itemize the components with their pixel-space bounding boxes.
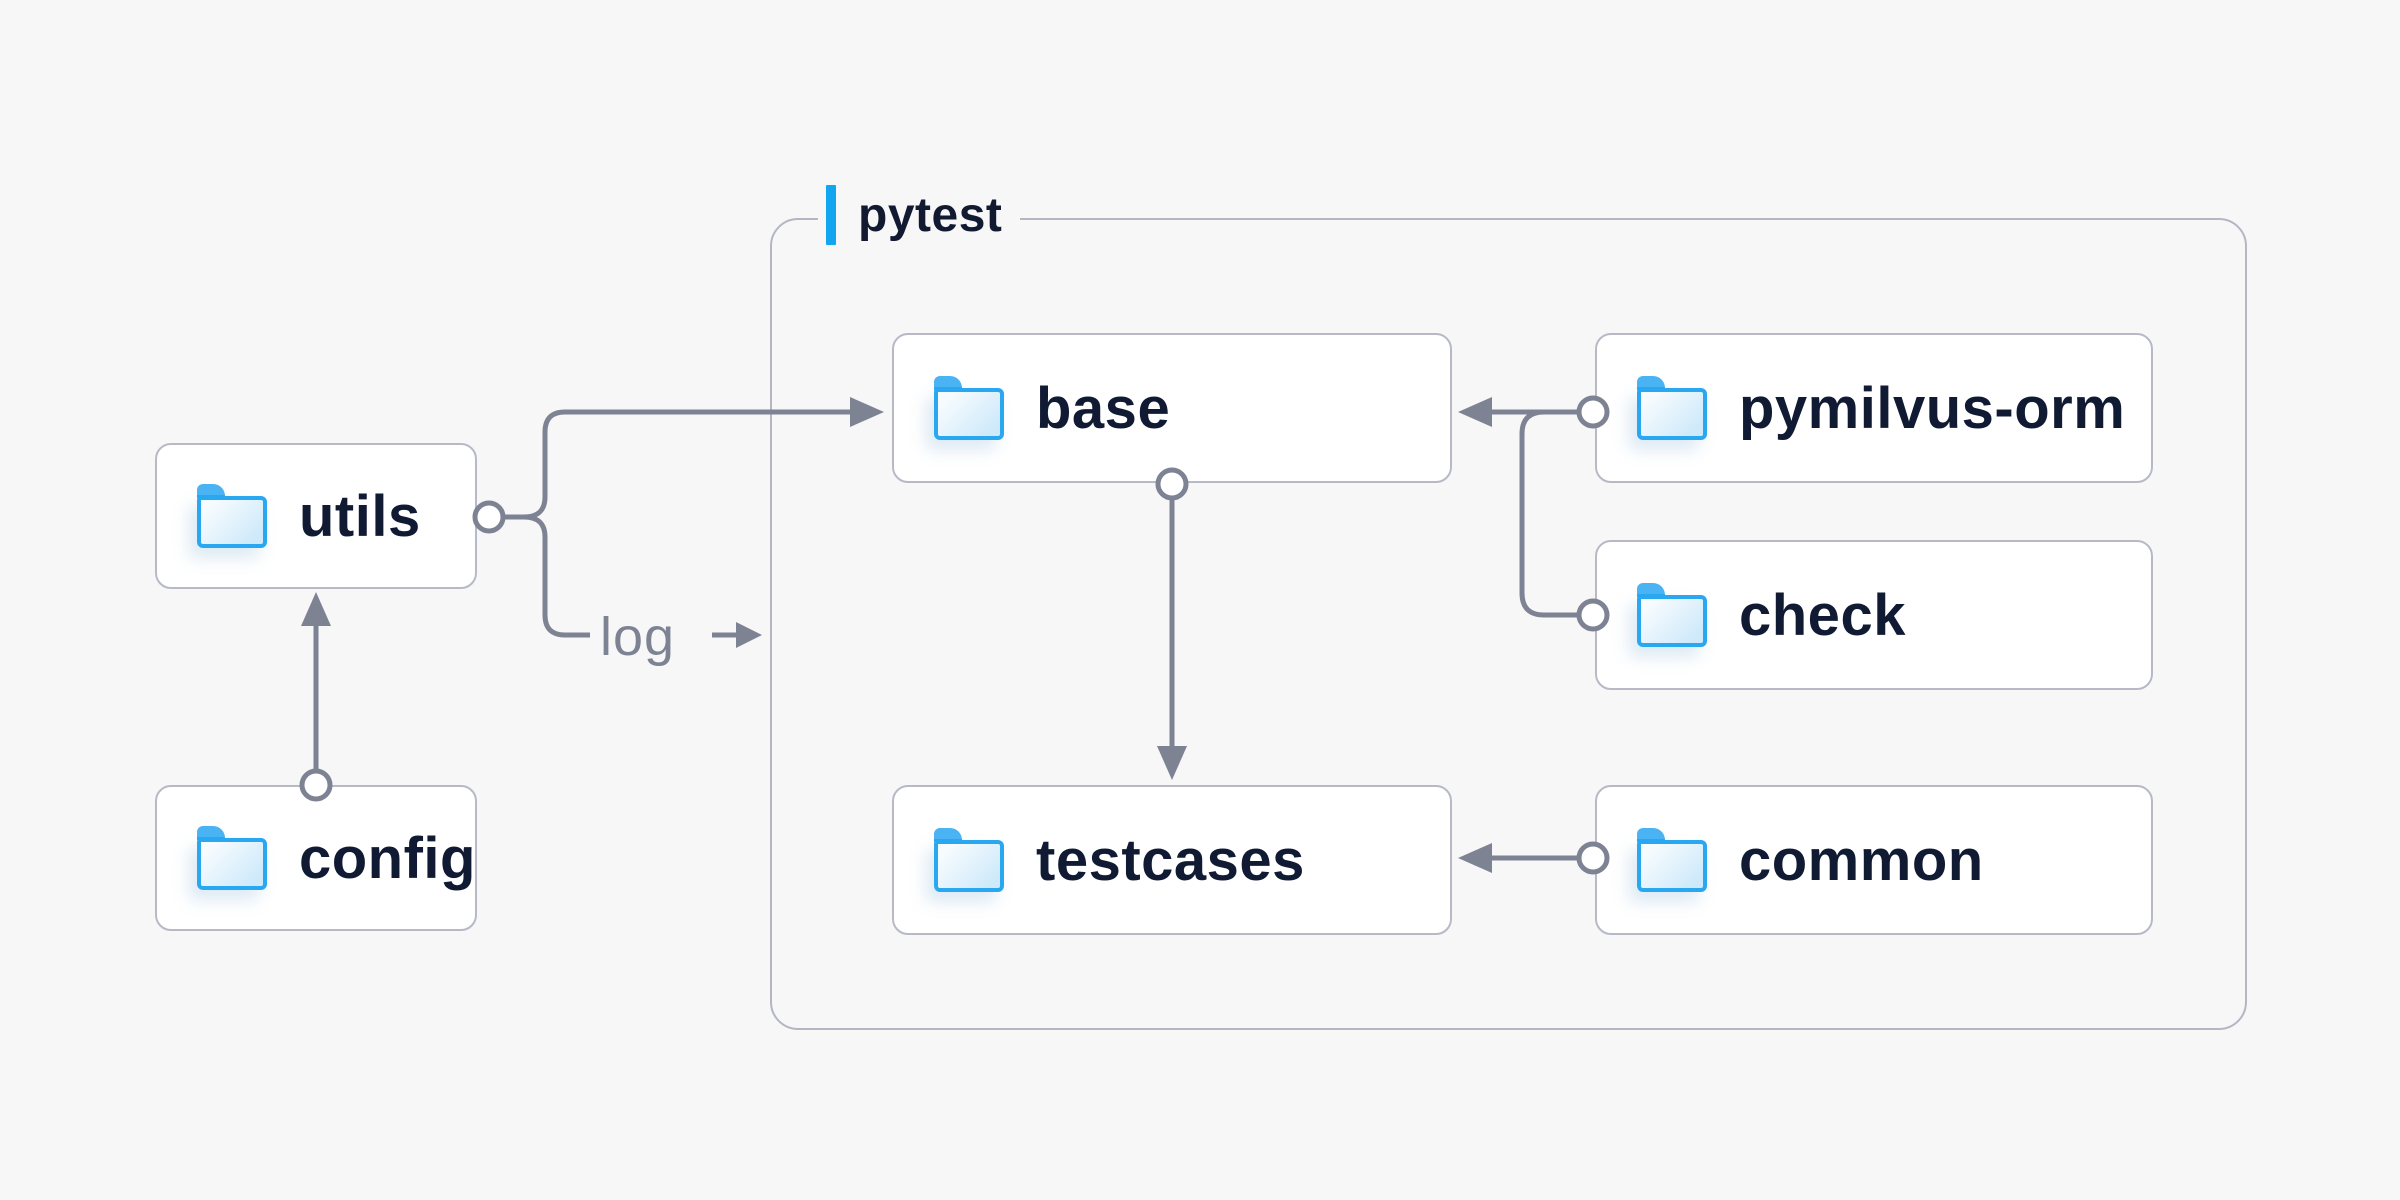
pytest-group-title: pytest — [858, 188, 1003, 242]
node-base: base — [892, 333, 1452, 483]
accent-bar-icon — [826, 185, 836, 245]
folder-icon — [934, 376, 1004, 440]
node-testcases: testcases — [892, 785, 1452, 935]
node-common-label: common — [1739, 827, 1984, 893]
node-check-label: check — [1739, 582, 1906, 648]
edge-utils-log-line — [523, 514, 590, 638]
node-config: config — [155, 785, 477, 931]
terminal-circle-icon — [472, 500, 506, 534]
folder-icon — [934, 828, 1004, 892]
folder-icon — [1637, 376, 1707, 440]
folder-icon — [1637, 583, 1707, 647]
pytest-group-label: pytest — [818, 183, 1021, 247]
node-pymilvus-orm: pymilvus-orm — [1595, 333, 2153, 483]
folder-icon — [197, 484, 267, 548]
node-check: check — [1595, 540, 2153, 690]
node-pymilvus-orm-label: pymilvus-orm — [1739, 375, 2126, 441]
log-annotation: log — [600, 607, 676, 667]
node-utils-label: utils — [299, 483, 421, 549]
node-base-label: base — [1036, 375, 1171, 441]
folder-icon — [1637, 828, 1707, 892]
edge-config-utils — [299, 592, 333, 802]
folder-icon — [197, 826, 267, 890]
node-common: common — [1595, 785, 2153, 935]
arrowhead-small-right-icon — [736, 622, 762, 648]
node-config-label: config — [299, 825, 476, 891]
arrowhead-up-icon — [301, 592, 331, 626]
pytest-group-box — [770, 218, 2247, 1030]
node-utils: utils — [155, 443, 477, 589]
node-testcases-label: testcases — [1036, 827, 1305, 893]
